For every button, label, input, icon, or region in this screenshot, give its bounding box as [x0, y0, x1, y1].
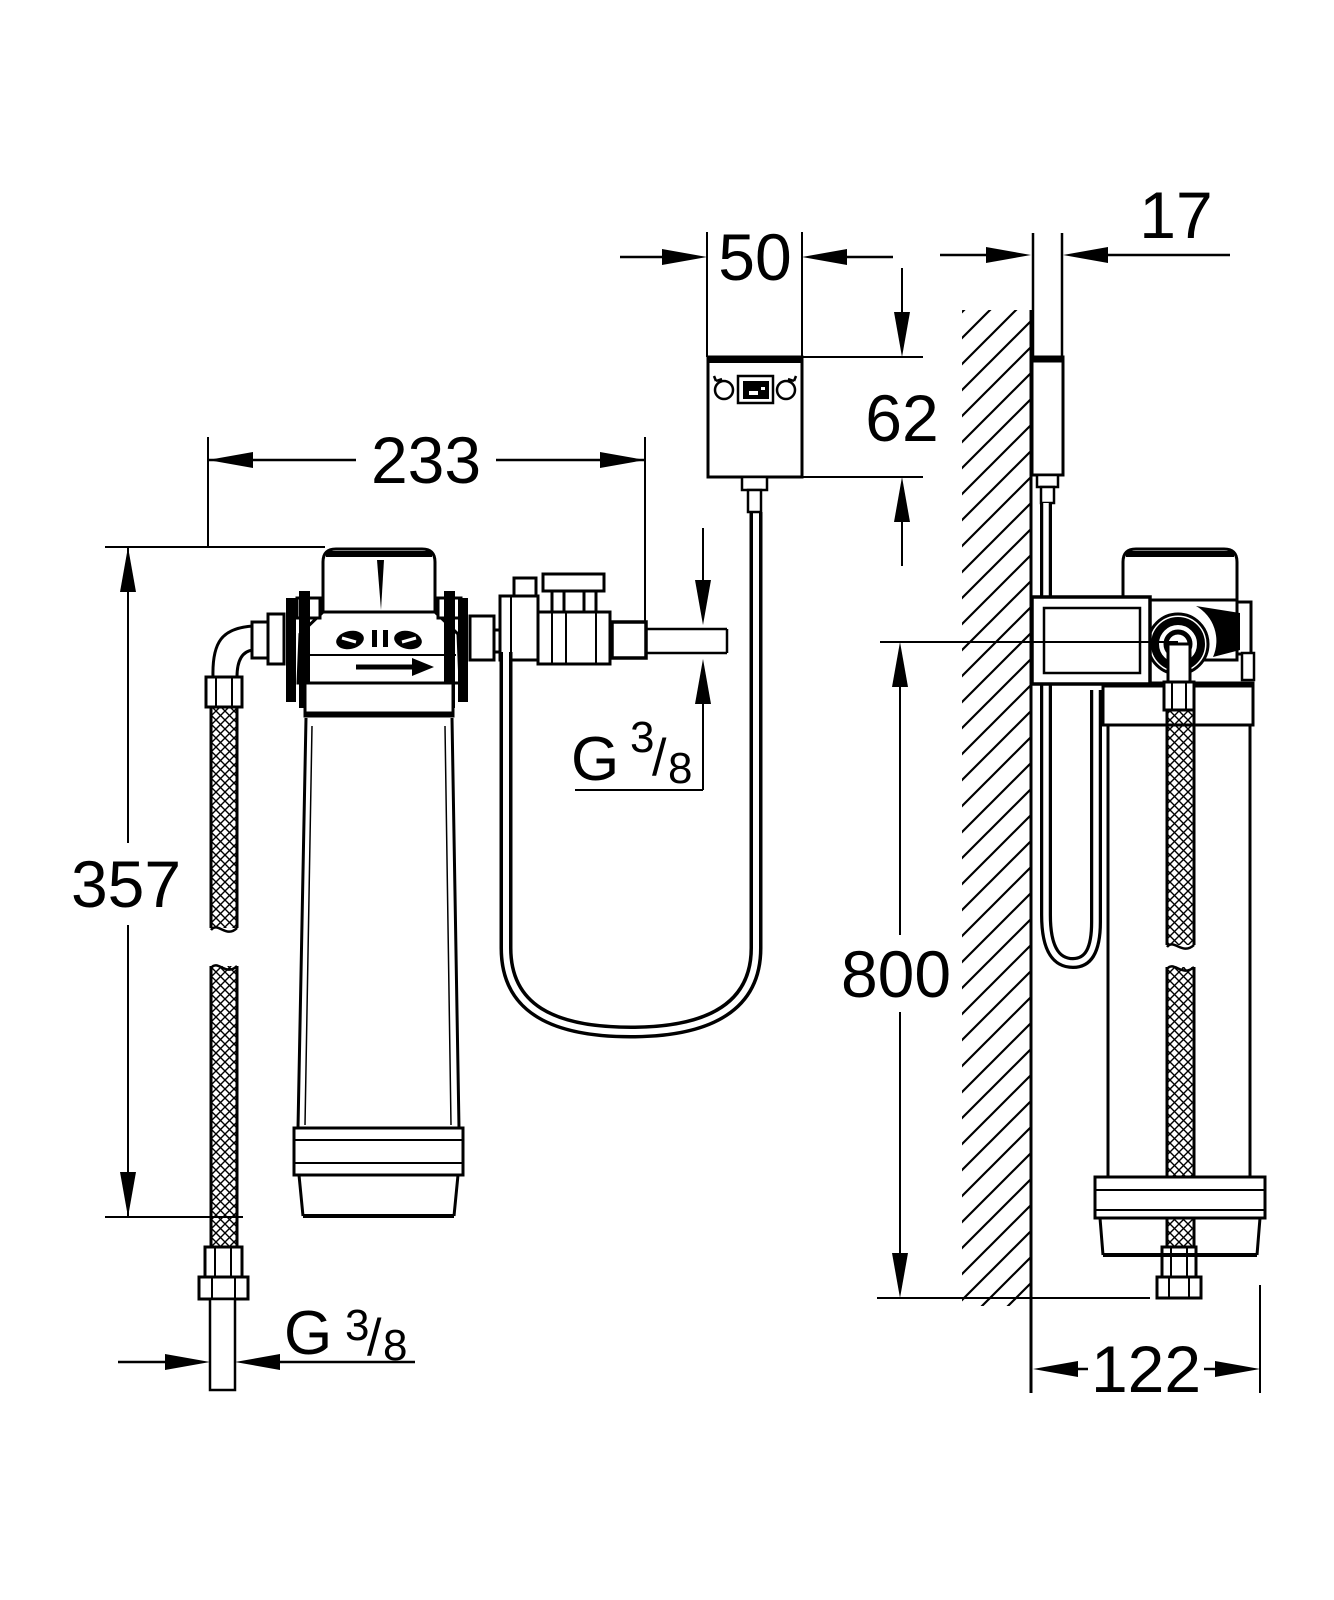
mounting-bracket	[1030, 595, 1152, 686]
dimension-mounting-depth: 122	[1033, 1285, 1261, 1406]
sensor-hose-front	[499, 512, 763, 1039]
wall-conduit	[1031, 233, 1064, 357]
filter-cartridge-front	[292, 717, 465, 1218]
dim-62-label: 62	[865, 381, 938, 455]
display-icon	[736, 374, 775, 405]
dim-800-label: 800	[841, 937, 951, 1011]
inlet-thread-numerator: 3	[345, 1301, 369, 1350]
filter-head-side	[1101, 547, 1256, 727]
dim-122-label: 122	[1091, 1332, 1201, 1406]
inlet-thread-slash: /	[367, 1309, 382, 1367]
inlet-thread-g: G	[284, 1299, 332, 1368]
flow-sensor-front	[706, 355, 804, 514]
filter-cartridge-side	[1093, 725, 1267, 1257]
dimension-hose-length: 800	[841, 641, 1178, 1299]
filter-head-front	[286, 547, 468, 718]
front-view: 233 357	[71, 220, 939, 1392]
unlock-icon	[336, 630, 364, 650]
lock-icon	[394, 630, 422, 650]
dimension-inlet-thread: G 3 / 8	[118, 1299, 415, 1370]
sensor-hose-side	[1040, 503, 1102, 970]
dim-233-label: 233	[371, 423, 481, 497]
dim-17-label: 17	[1139, 178, 1212, 252]
dimension-sensor-height: 62	[803, 268, 939, 566]
outlet-thread-numerator: 3	[630, 713, 654, 762]
inlet-hose-front	[197, 612, 286, 1392]
outlet-thread-slash: /	[652, 729, 667, 787]
divider-bars-icon	[372, 630, 377, 647]
side-view: 17	[841, 178, 1267, 1406]
dimension-cartridge-height: 357	[71, 546, 325, 1218]
inlet-thread-denominator: 8	[383, 1321, 407, 1370]
dim-50-label: 50	[718, 220, 791, 294]
outlet-thread-denominator: 8	[668, 744, 692, 793]
knob-right-icon	[775, 375, 798, 401]
dimension-outlet-thread: G 3 / 8	[571, 528, 711, 794]
shutoff-valve-front	[468, 572, 729, 666]
knob-left-icon	[712, 375, 735, 401]
flow-sensor-side	[1030, 355, 1065, 505]
dimension-sensor-width: 50	[620, 220, 893, 357]
dim-357-label: 357	[71, 847, 181, 921]
wall-section	[962, 310, 1033, 1393]
flow-direction-arrow-icon	[356, 658, 434, 676]
dimension-wall-clearance: 17	[940, 178, 1230, 263]
outlet-thread-g: G	[571, 725, 619, 794]
dimension-assembly-width: 233	[207, 423, 646, 623]
